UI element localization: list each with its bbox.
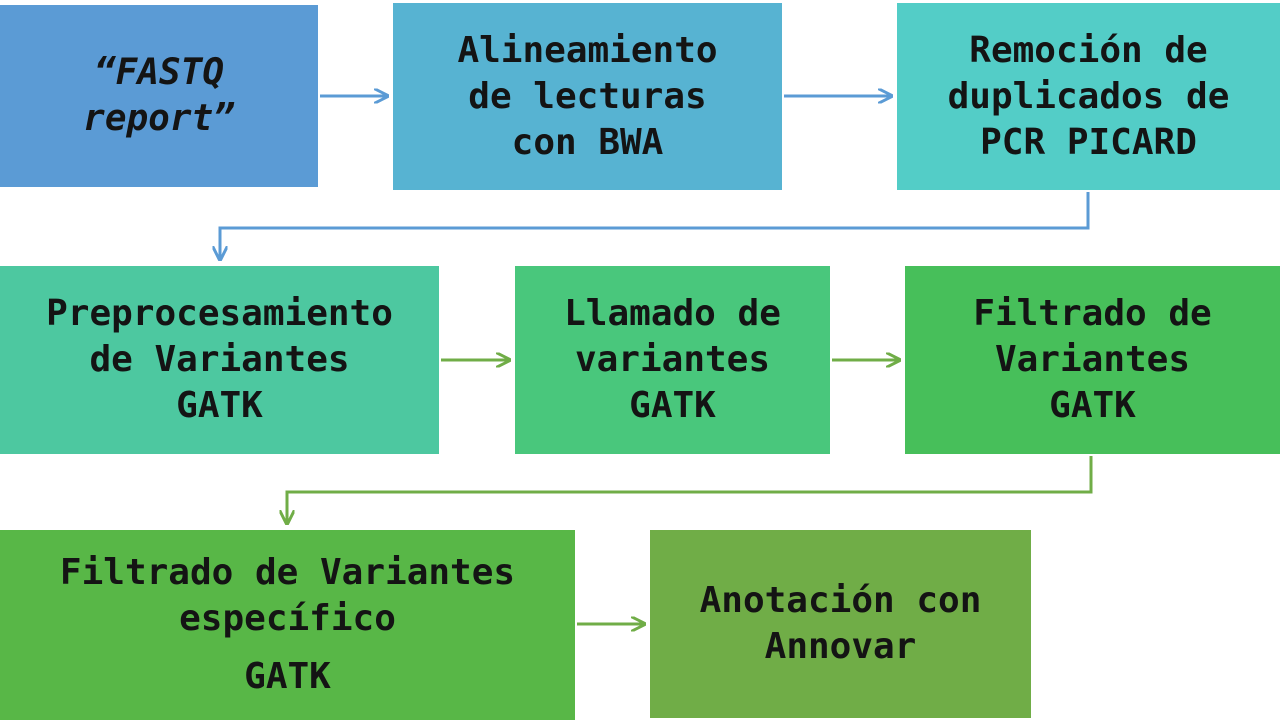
- step-filtrado-line-1: Filtrado de: [973, 293, 1212, 334]
- step-llamado-variantes: Llamado de variantes GATK: [515, 266, 830, 454]
- step-anotacion-line-1: Anotación con: [699, 580, 982, 621]
- step-filtrado-especifico-line-3: GATK: [244, 656, 331, 697]
- step-llamado-line-2: variantes: [574, 339, 771, 380]
- step-preprocesamiento-line-2: de Variantes: [89, 339, 350, 380]
- step-remocion-duplicados: Remoción de duplicados de PCR PICARD: [897, 3, 1280, 190]
- step-alineamiento-line-1: Alineamiento: [457, 29, 718, 71]
- arrow-6-to-7: [287, 456, 1093, 522]
- step-filtrado-especifico-line-1: Filtrado de Variantes: [59, 552, 516, 593]
- step-llamado-line-3: GATK: [629, 385, 716, 426]
- step-alineamiento-line-2: de lecturas: [468, 75, 707, 117]
- step-fastq-report-line-2: report”: [83, 98, 235, 139]
- step-preprocesamiento-line-3: GATK: [176, 385, 263, 426]
- step-filtrado-especifico-line-2: específico: [179, 598, 396, 639]
- step-fastq-report: “FASTQ report”: [0, 5, 318, 187]
- step-filtrado-especifico: Filtrado de Variantes específico GATK: [0, 530, 575, 720]
- step-filtrado-line-2: Variantes: [994, 339, 1191, 380]
- step-filtrado-line-3: GATK: [1049, 385, 1136, 426]
- step-filtrado-variantes: Filtrado de Variantes GATK: [905, 266, 1280, 454]
- step-preprocesamiento-line-1: Preprocesamiento: [46, 293, 393, 334]
- step-fastq-report-line-1: “FASTQ: [93, 52, 225, 93]
- step-alineamiento-line-3: con BWA: [511, 121, 664, 163]
- step-alineamiento-bwa: Alineamiento de lecturas con BWA: [393, 3, 782, 190]
- step-anotacion-line-2: Annovar: [764, 626, 917, 667]
- arrow-3-to-4: [220, 192, 1090, 258]
- step-remocion-line-1: Remoción de: [969, 29, 1208, 71]
- step-remocion-line-2: duplicados de: [947, 75, 1230, 117]
- step-preprocesamiento-variantes: Preprocesamiento de Variantes GATK: [0, 266, 439, 454]
- step-anotacion-annovar: Anotación con Annovar: [650, 530, 1031, 718]
- step-remocion-line-3: PCR PICARD: [980, 121, 1197, 163]
- step-llamado-line-1: Llamado de: [564, 293, 781, 334]
